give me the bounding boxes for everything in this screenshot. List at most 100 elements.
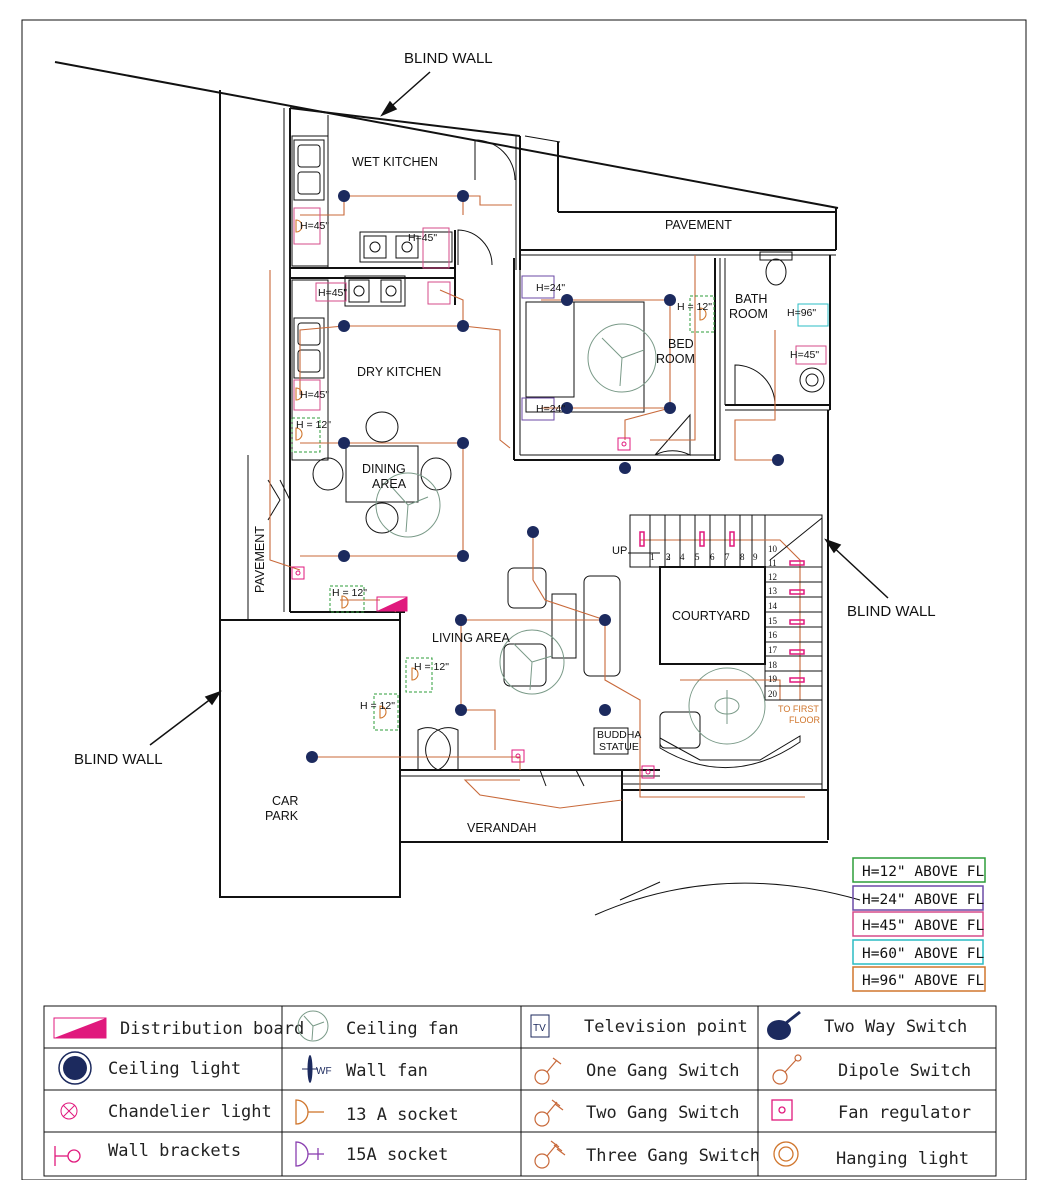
height-key-label: H=45" ABOVE FL [862, 918, 984, 934]
legend-15a-socket: 15A socket [346, 1145, 448, 1165]
height-key-box [852, 966, 986, 992]
stair-num: 10 [768, 544, 778, 554]
living-area-label: LIVING AREA [432, 631, 510, 645]
height-key-label: H=96" ABOVE FL [862, 973, 984, 989]
legend-ceiling-light: Ceiling light [108, 1059, 241, 1079]
height-key-box [852, 911, 984, 937]
symbol-legend: Distribution board Ceiling fan TV Televi… [43, 1005, 997, 1177]
height-mark-boxes [291, 207, 829, 731]
blind-wall-top-label: BLIND WALL [404, 50, 493, 67]
legend-chandelier-light: Chandelier light [108, 1102, 272, 1122]
legend-two-way-switch: Two Way Switch [824, 1017, 967, 1037]
stair-num: 14 [768, 601, 778, 611]
height-mark: H = 12" [332, 587, 367, 599]
dry-kitchen-label: DRY KITCHEN [357, 365, 441, 379]
stair-num: 18 [768, 660, 778, 670]
height-key-box [852, 939, 984, 965]
height-mark: H = 12" [414, 661, 449, 673]
blind-wall-left-label: BLIND WALL [74, 751, 163, 768]
bath-room-label-2: ROOM [729, 307, 768, 321]
stair-num: 17 [768, 645, 778, 655]
height-key-box [852, 885, 984, 911]
buddha-statue-label-2: STATUE [599, 741, 639, 753]
height-mark-labels: H=45" H=45" H=45" H=45" H = 12" H=24" H=… [296, 220, 819, 712]
stair-num: 5 [695, 552, 700, 562]
height-key-label: H=12" ABOVE FL [862, 864, 984, 880]
height-mark: H = 12" [360, 700, 395, 712]
fan-regulators [291, 437, 655, 779]
height-mark: H=24" [536, 282, 565, 294]
legend-ceiling-fan: Ceiling fan [346, 1019, 459, 1039]
height-mark: H = 12" [296, 419, 331, 431]
ceiling-fans [375, 323, 766, 745]
room-labels: BLIND WALL BLIND WALL BLIND WALL WET KIT… [74, 50, 936, 835]
legend-two-gang-switch: Two Gang Switch [586, 1103, 740, 1123]
height-mark: H=45" [318, 287, 347, 299]
stair-num: 9 [753, 552, 758, 562]
fixtures [267, 139, 825, 787]
stair-num: 12 [768, 572, 777, 582]
stair-num: 4 [680, 552, 685, 562]
height-key-label: H=24" ABOVE FL [862, 892, 984, 908]
height-mark: H=45" [300, 389, 329, 401]
to-first-floor-label-2: FLOOR [789, 715, 821, 725]
bed-room-label-2: ROOM [656, 352, 695, 366]
stair-num: 8 [740, 552, 745, 562]
ceiling-fan-icon [297, 1010, 329, 1042]
15a-socket-icon [295, 1141, 324, 1167]
legend-dipole-switch: Dipole Switch [838, 1061, 971, 1081]
distribution-board-icon [53, 1017, 107, 1039]
height-mark: H=45" [300, 220, 329, 232]
television-point-icon: TV [530, 1014, 550, 1038]
buddha-statue-label: BUDDHA [597, 729, 641, 741]
socket-symbols [295, 219, 707, 719]
three-gang-switch-icon [534, 1140, 566, 1169]
legend-13a-socket: 13 A socket [346, 1105, 459, 1125]
stair-num: 11 [768, 558, 777, 568]
pavement-left-label: PAVEMENT [253, 526, 267, 593]
staircase: 1 2 3 4 5 6 7 8 9 10 11 12 13 14 15 16 1… [628, 515, 823, 701]
blind-wall-right-label: BLIND WALL [847, 603, 936, 620]
13a-socket-icon [295, 1099, 324, 1125]
fan-regulator-icon [771, 1099, 793, 1121]
pavement-top-label: PAVEMENT [665, 218, 732, 232]
one-gang-switch-icon [534, 1057, 562, 1085]
stair-num: 13 [768, 586, 778, 596]
chandelier-light-icon [60, 1102, 78, 1120]
to-first-floor-label: TO FIRST [778, 704, 819, 714]
stair-num: 6 [710, 552, 715, 562]
drawing-frame [21, 19, 1027, 1180]
ceiling-lights [306, 190, 784, 763]
stair-up-label: UP [612, 545, 627, 557]
dining-area-label-2: AREA [372, 477, 407, 491]
height-mark: H=45" [790, 349, 819, 361]
legend-hanging-light: Hanging light [836, 1149, 969, 1169]
walls [54, 61, 861, 916]
tv-icon-text: TV [533, 1023, 546, 1034]
bath-room-label: BATH [735, 292, 767, 306]
stair-num: 15 [768, 616, 778, 626]
stair-num: 1 [650, 552, 655, 562]
legend-wall-brackets: Wall brackets [108, 1141, 241, 1161]
height-mark: H=45" [408, 232, 437, 244]
blind-wall-arrows [149, 71, 889, 746]
car-park-label: CAR [272, 794, 298, 808]
distribution-board-symbol [376, 596, 408, 612]
height-key-label: H=60" ABOVE FL [862, 946, 984, 962]
legend-one-gang-switch: One Gang Switch [586, 1061, 740, 1081]
verandah-label: VERANDAH [467, 821, 536, 835]
courtyard-label: COURTYARD [672, 609, 750, 623]
height-key: H=12" ABOVE FL H=24" ABOVE FL H=45" ABOV… [852, 857, 986, 992]
ceiling-light-icon [58, 1051, 92, 1085]
dining-area-label: DINING [362, 462, 406, 476]
stair-num: 3 [666, 552, 671, 562]
hanging-light-icon [773, 1141, 799, 1167]
wall-brackets-icon [54, 1146, 81, 1166]
stair-num: 7 [725, 552, 730, 562]
legend-fan-regulator: Fan regulator [838, 1103, 971, 1123]
legend-television-point: Television point [584, 1017, 748, 1037]
stair-num: 19 [768, 674, 778, 684]
height-key-box [852, 857, 986, 883]
height-mark: H=96" [787, 307, 816, 319]
